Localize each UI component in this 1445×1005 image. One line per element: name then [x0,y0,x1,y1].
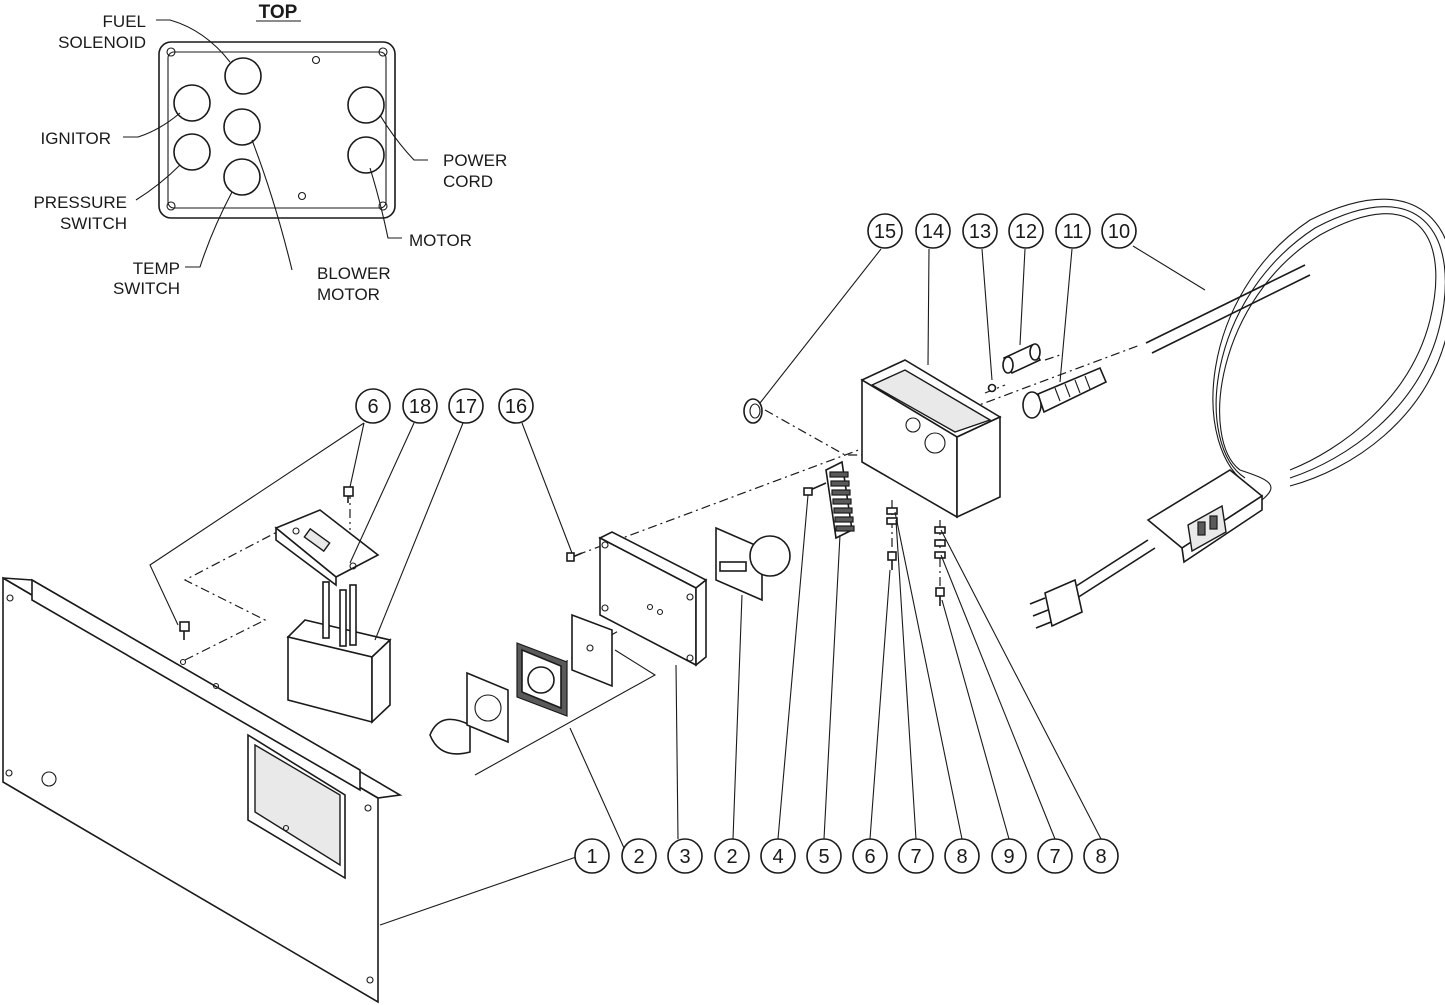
callout-4: 4 [760,838,796,874]
svg-text:6: 6 [367,396,378,418]
screw-16 [566,552,583,562]
label-power-cord-2: CORD [443,172,493,191]
svg-text:7: 7 [910,846,921,868]
svg-text:18: 18 [409,396,431,418]
svg-text:2: 2 [633,846,644,868]
top-view: TOP FUEL SOLENOID IGNITO [33,2,507,304]
callout-12: 12 [1008,213,1044,249]
svg-text:9: 9 [1003,846,1014,868]
callout-16: 16 [498,388,534,424]
component-17 [286,581,392,724]
label-blower-motor-1: BLOWER [317,264,391,283]
label-blower-motor-2: MOTOR [317,285,380,304]
svg-text:1: 1 [586,846,597,868]
svg-text:10: 10 [1108,221,1130,243]
label-fuel-solenoid-2: SOLENOID [58,33,146,52]
callout-9: 9 [991,838,1027,874]
callout-17: 17 [448,388,484,424]
callout-7-first: 7 [898,838,934,874]
strain-relief-11 [1022,366,1108,419]
callout-5: 5 [806,838,842,874]
svg-text:8: 8 [956,846,967,868]
callout-leaders [149,245,1206,926]
svg-text:12: 12 [1015,221,1037,243]
top-view-title: TOP [259,2,298,23]
bracket-18 [274,509,380,587]
svg-text:11: 11 [1063,221,1084,243]
label-power-cord-1: POWER [443,151,507,170]
screw-6-top [343,486,354,503]
cord-connector-12 [1002,343,1042,375]
callout-7-second: 7 [1037,838,1073,874]
svg-text:16: 16 [505,396,527,418]
top-view-leaders [123,19,428,271]
label-ignitor: IGNITOR [40,129,111,148]
svg-text:15: 15 [874,221,896,243]
svg-text:3: 3 [679,846,690,868]
junction-box-14 [860,359,1002,519]
svg-text:2: 2 [726,846,737,868]
screw-6-panel [179,621,190,640]
label-pressure-switch-2: SWITCH [60,214,127,233]
part-13 [987,383,997,393]
svg-text:4: 4 [772,846,783,868]
callout-3: 3 [667,838,703,874]
power-cord-10 [1029,198,1445,629]
label-temp-switch-2: SWITCH [113,279,180,298]
svg-text:17: 17 [455,396,477,418]
label-motor: MOTOR [409,231,472,250]
callout-2-knob: 2 [621,838,657,874]
lock-nut-15 [743,398,763,424]
callout-14: 14 [915,213,951,249]
junction-box-top-outline [158,41,396,219]
svg-text:6: 6 [864,846,875,868]
knockout-holes [173,57,385,196]
svg-text:5: 5 [818,846,829,868]
callout-18: 18 [402,388,438,424]
callout-6-lower: 6 [852,838,888,874]
label-temp-switch-1: TEMP [133,259,180,278]
terminal-strip-5 [825,460,855,540]
front-panel [2,576,403,1004]
switch-2 [715,526,791,602]
label-fuel-solenoid-1: FUEL [103,12,146,31]
svg-text:13: 13 [969,221,991,243]
callout-2-switch: 2 [714,838,750,874]
svg-text:8: 8 [1095,846,1106,868]
hardware-6-9 [886,507,946,606]
mounting-plate-3 [598,531,708,667]
callout-10: 10 [1101,213,1137,249]
svg-text:7: 7 [1049,846,1060,868]
callout-15: 15 [867,213,903,249]
callout-6-upper: 6 [355,388,391,424]
callout-1: 1 [574,838,610,874]
knob-assembly-2 [429,613,657,776]
callout-11: 11 [1055,213,1091,249]
label-pressure-switch-1: PRESSURE [33,193,127,212]
callout-8-second: 8 [1083,838,1119,874]
corner-screw-holes [166,47,388,211]
screw-4 [803,482,827,496]
callout-13: 13 [962,213,998,249]
callout-8-first: 8 [944,838,980,874]
svg-text:14: 14 [922,221,944,243]
